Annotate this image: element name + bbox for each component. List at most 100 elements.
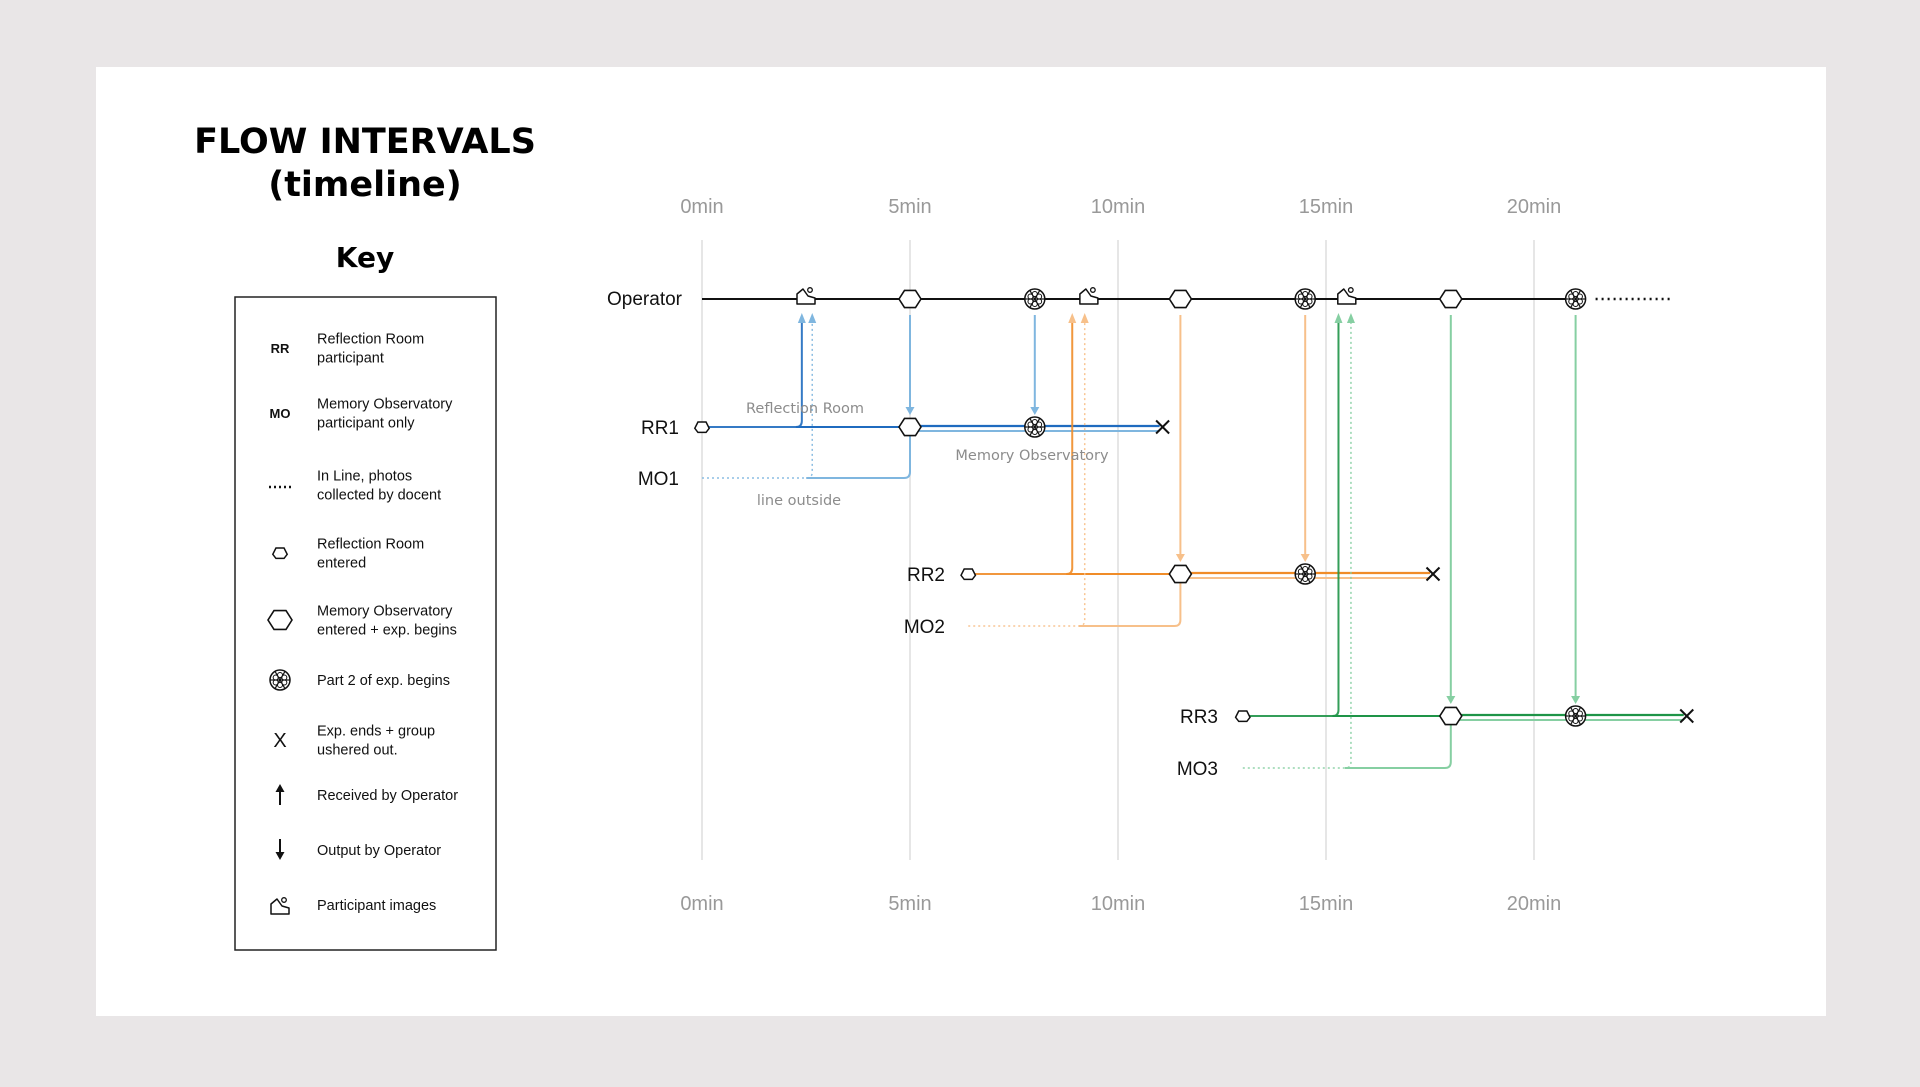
timeline-flows — [702, 297, 1684, 769]
rr-start-hexagon-icon — [960, 568, 977, 581]
tick-label-bottom: 0min — [680, 893, 723, 915]
received-arrow-head — [1080, 313, 1089, 323]
key-symbol: MO — [270, 406, 291, 421]
key-label: collected by docent — [317, 488, 441, 504]
key-label: Memory Observatory — [317, 397, 453, 413]
part2-flower-icon-petal — [1306, 568, 1313, 575]
key-heading: Key — [336, 241, 394, 274]
key-label: Part 2 of exp. begins — [317, 673, 450, 689]
operator-image-icon-sun — [807, 287, 813, 293]
image-icon-frame — [270, 898, 290, 915]
key-label: Reflection Room — [317, 537, 424, 553]
mo-row-label: MO3 — [1177, 759, 1218, 780]
end-x-icon-b — [1425, 566, 1441, 582]
key-label: participant — [317, 351, 384, 367]
key-x-symbol: X — [273, 730, 286, 752]
annotation-memory-observatory: Memory Observatory — [955, 448, 1109, 464]
received-arrow-head — [808, 313, 817, 323]
key-item-7: Received by Operator — [275, 784, 458, 805]
mo-row-label: MO1 — [638, 469, 679, 490]
rr-start-hexagon-icon — [693, 421, 711, 434]
key-box — [234, 296, 497, 951]
end-x-icon-b — [1679, 708, 1694, 724]
key-label: Output by Operator — [317, 843, 441, 859]
key-item-8: Output by Operator — [275, 839, 441, 860]
operator-image-icon — [1337, 287, 1357, 305]
tick-label-top: 10min — [1091, 196, 1145, 218]
operator-image-icon — [796, 287, 816, 305]
tick-label-bottom: 15min — [1299, 893, 1353, 915]
annotation-reflection-room: Reflection Room — [746, 401, 864, 417]
key-label: entered — [317, 556, 366, 572]
output-arrow — [905, 315, 915, 415]
key-item-1: MO Memory Observatory participant only — [270, 397, 454, 432]
arrow-down-icon — [275, 839, 285, 860]
mo-queue-path — [1242, 319, 1352, 769]
arrow-up-icon-head — [275, 784, 285, 792]
operator-flower-icon — [1294, 288, 1316, 310]
operator-image-icon-frame — [1337, 288, 1357, 305]
output-arrow-head — [1571, 696, 1581, 704]
key-label: participant only — [317, 416, 415, 432]
key-label: Received by Operator — [317, 788, 458, 804]
flower-icon — [269, 669, 291, 691]
operator-hexagon-icon — [1438, 289, 1463, 309]
tick-label-bottom: 10min — [1091, 893, 1145, 915]
small-hexagon-icon — [271, 547, 289, 560]
end-x-icon — [1155, 419, 1170, 435]
end-x-icon-b — [1155, 419, 1170, 435]
operator-flower-icon-petal — [1576, 293, 1583, 300]
rr-row-label: RR2 — [907, 565, 945, 586]
key-item-9: Participant images — [270, 897, 436, 915]
operator-image-icon-frame — [796, 288, 816, 305]
end-x-icon — [1679, 708, 1694, 724]
operator-image-icon-sun — [1347, 287, 1354, 293]
arrow-down-icon-head — [275, 852, 285, 860]
output-arrow-head — [1175, 554, 1185, 562]
mo-hexagon-icon — [1438, 706, 1463, 726]
rr-row-label: RR1 — [641, 418, 679, 439]
tick-label-bottom: 5min — [888, 893, 931, 915]
tick-label-top: 5min — [888, 196, 931, 218]
received-arrow-head — [1334, 313, 1343, 323]
key-label: ushered out. — [317, 743, 398, 759]
output-arrow — [1175, 315, 1185, 562]
mo-join-path — [806, 427, 911, 479]
tick-label-top: 0min — [680, 196, 723, 218]
key-symbol: RR — [271, 341, 290, 356]
key-item-5: Part 2 of exp. begins — [269, 669, 450, 691]
end-x-icon — [1425, 566, 1441, 582]
key-label: Reflection Room — [317, 332, 424, 348]
received-arrow-head — [797, 313, 806, 323]
title-line-2: (timeline) — [268, 165, 462, 205]
output-arrow — [1571, 315, 1581, 704]
part2-flower-icon-petal — [1036, 421, 1043, 428]
operator-image-icon — [1079, 287, 1099, 305]
image-icon — [270, 897, 290, 915]
arrow-up-icon — [275, 784, 285, 805]
part2-flower-icon — [1294, 563, 1316, 585]
mo-join-path — [1344, 716, 1452, 769]
operator-hexagon-icon — [898, 289, 922, 309]
output-arrow — [1030, 315, 1040, 415]
part2-flower-icon — [1024, 416, 1046, 438]
output-arrow-head — [1446, 696, 1456, 704]
mo-hexagon-icon — [1168, 564, 1193, 584]
title-line-1: FLOW INTERVALS — [194, 122, 536, 162]
received-arrow-head — [1068, 313, 1077, 323]
hexagon-icon — [267, 609, 293, 631]
mo-join-path — [1078, 574, 1182, 627]
key-label: Participant images — [317, 898, 436, 914]
annotation-line-outside: line outside — [757, 493, 841, 509]
key-item-3: Reflection Room entered — [271, 537, 424, 572]
tick-label-top: 15min — [1299, 196, 1353, 218]
output-arrow — [1300, 315, 1310, 562]
white-panel — [96, 67, 1826, 1016]
received-arrow-head — [1346, 313, 1355, 323]
